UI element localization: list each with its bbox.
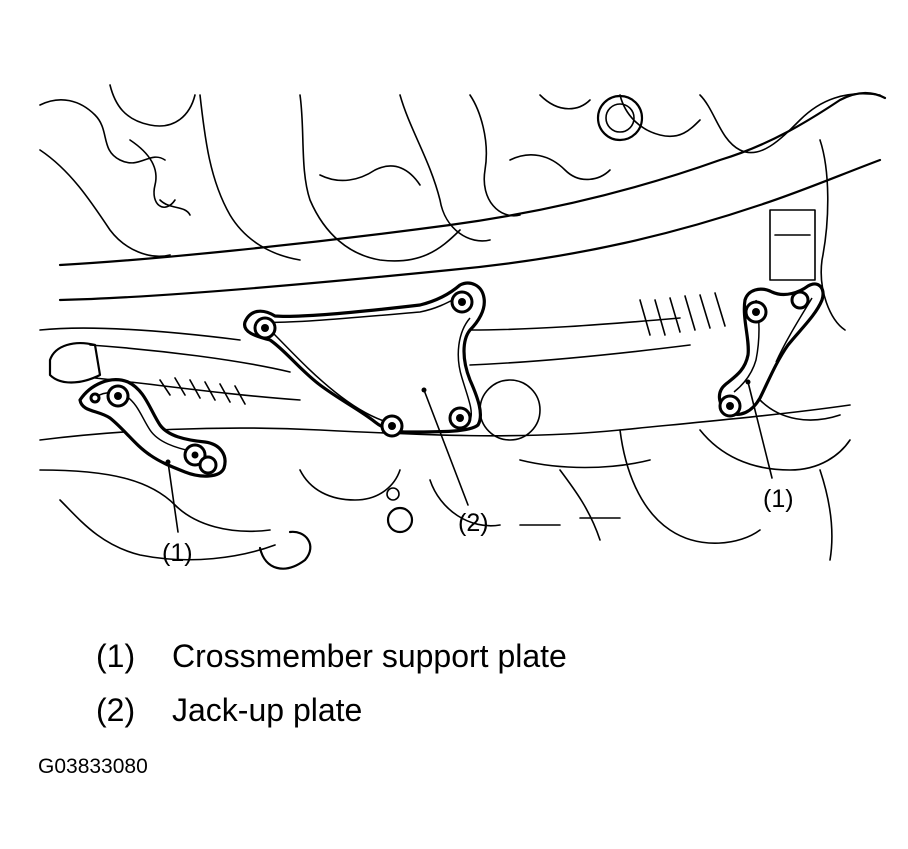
legend-item-jack-up-plate: (2) Jack-up plate (96, 692, 362, 728)
legend-label: Jack-up plate (172, 692, 363, 728)
jack-up-plate (243, 281, 486, 438)
left-crossmember-support-plate (78, 378, 227, 478)
leader-lines (165, 379, 773, 533)
chassis-background-lines (39, 84, 887, 570)
callout-jack-up-plate: (2) (458, 509, 489, 537)
legend-label: Crossmember support plate (172, 638, 567, 674)
vehicle-underbody-diagram: (1) (2) (1) (39, 84, 887, 570)
legend-item-crossmember-support-plate: (1) Crossmember support plate (96, 638, 567, 674)
legend-number: (1) (96, 638, 136, 674)
right-crossmember-support-plate (717, 282, 825, 418)
legend-number: (2) (96, 692, 136, 728)
figure-id: G03833080 (38, 755, 148, 778)
callout-right-plate: (1) (763, 485, 794, 513)
callout-left-plate: (1) (162, 539, 193, 567)
